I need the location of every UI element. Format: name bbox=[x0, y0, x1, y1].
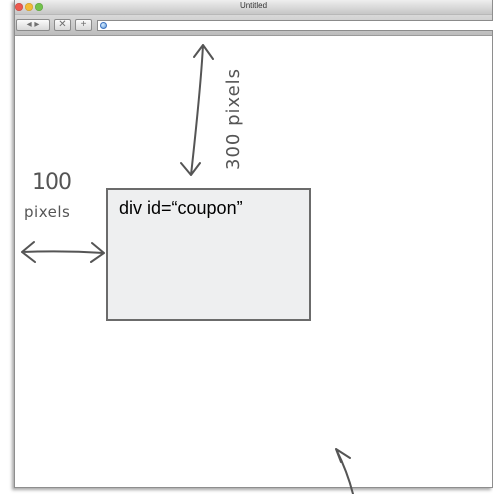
add-bookmark-button[interactable]: + bbox=[75, 19, 92, 31]
address-bar[interactable] bbox=[97, 20, 493, 31]
close-window-icon[interactable] bbox=[15, 3, 23, 11]
coupon-label: div id=“coupon” bbox=[119, 198, 243, 218]
left-offset-value: 100 bbox=[32, 170, 72, 195]
top-offset-label: 300 pixels bbox=[223, 67, 244, 170]
stop-button[interactable]: ✕ bbox=[54, 19, 71, 31]
window-title: Untitled bbox=[239, 1, 268, 10]
left-offset-unit: pixels bbox=[24, 203, 71, 221]
coupon-div: div id=“coupon” bbox=[106, 188, 311, 321]
minimize-window-icon[interactable] bbox=[25, 3, 33, 11]
title-bar[interactable]: Untitled bbox=[15, 0, 492, 15]
globe-icon bbox=[100, 22, 107, 29]
maximize-window-icon[interactable] bbox=[35, 3, 43, 11]
back-forward-button[interactable]: ◂ ▸ bbox=[16, 19, 50, 31]
browser-toolbar: ◂ ▸ ✕ + bbox=[15, 15, 493, 36]
